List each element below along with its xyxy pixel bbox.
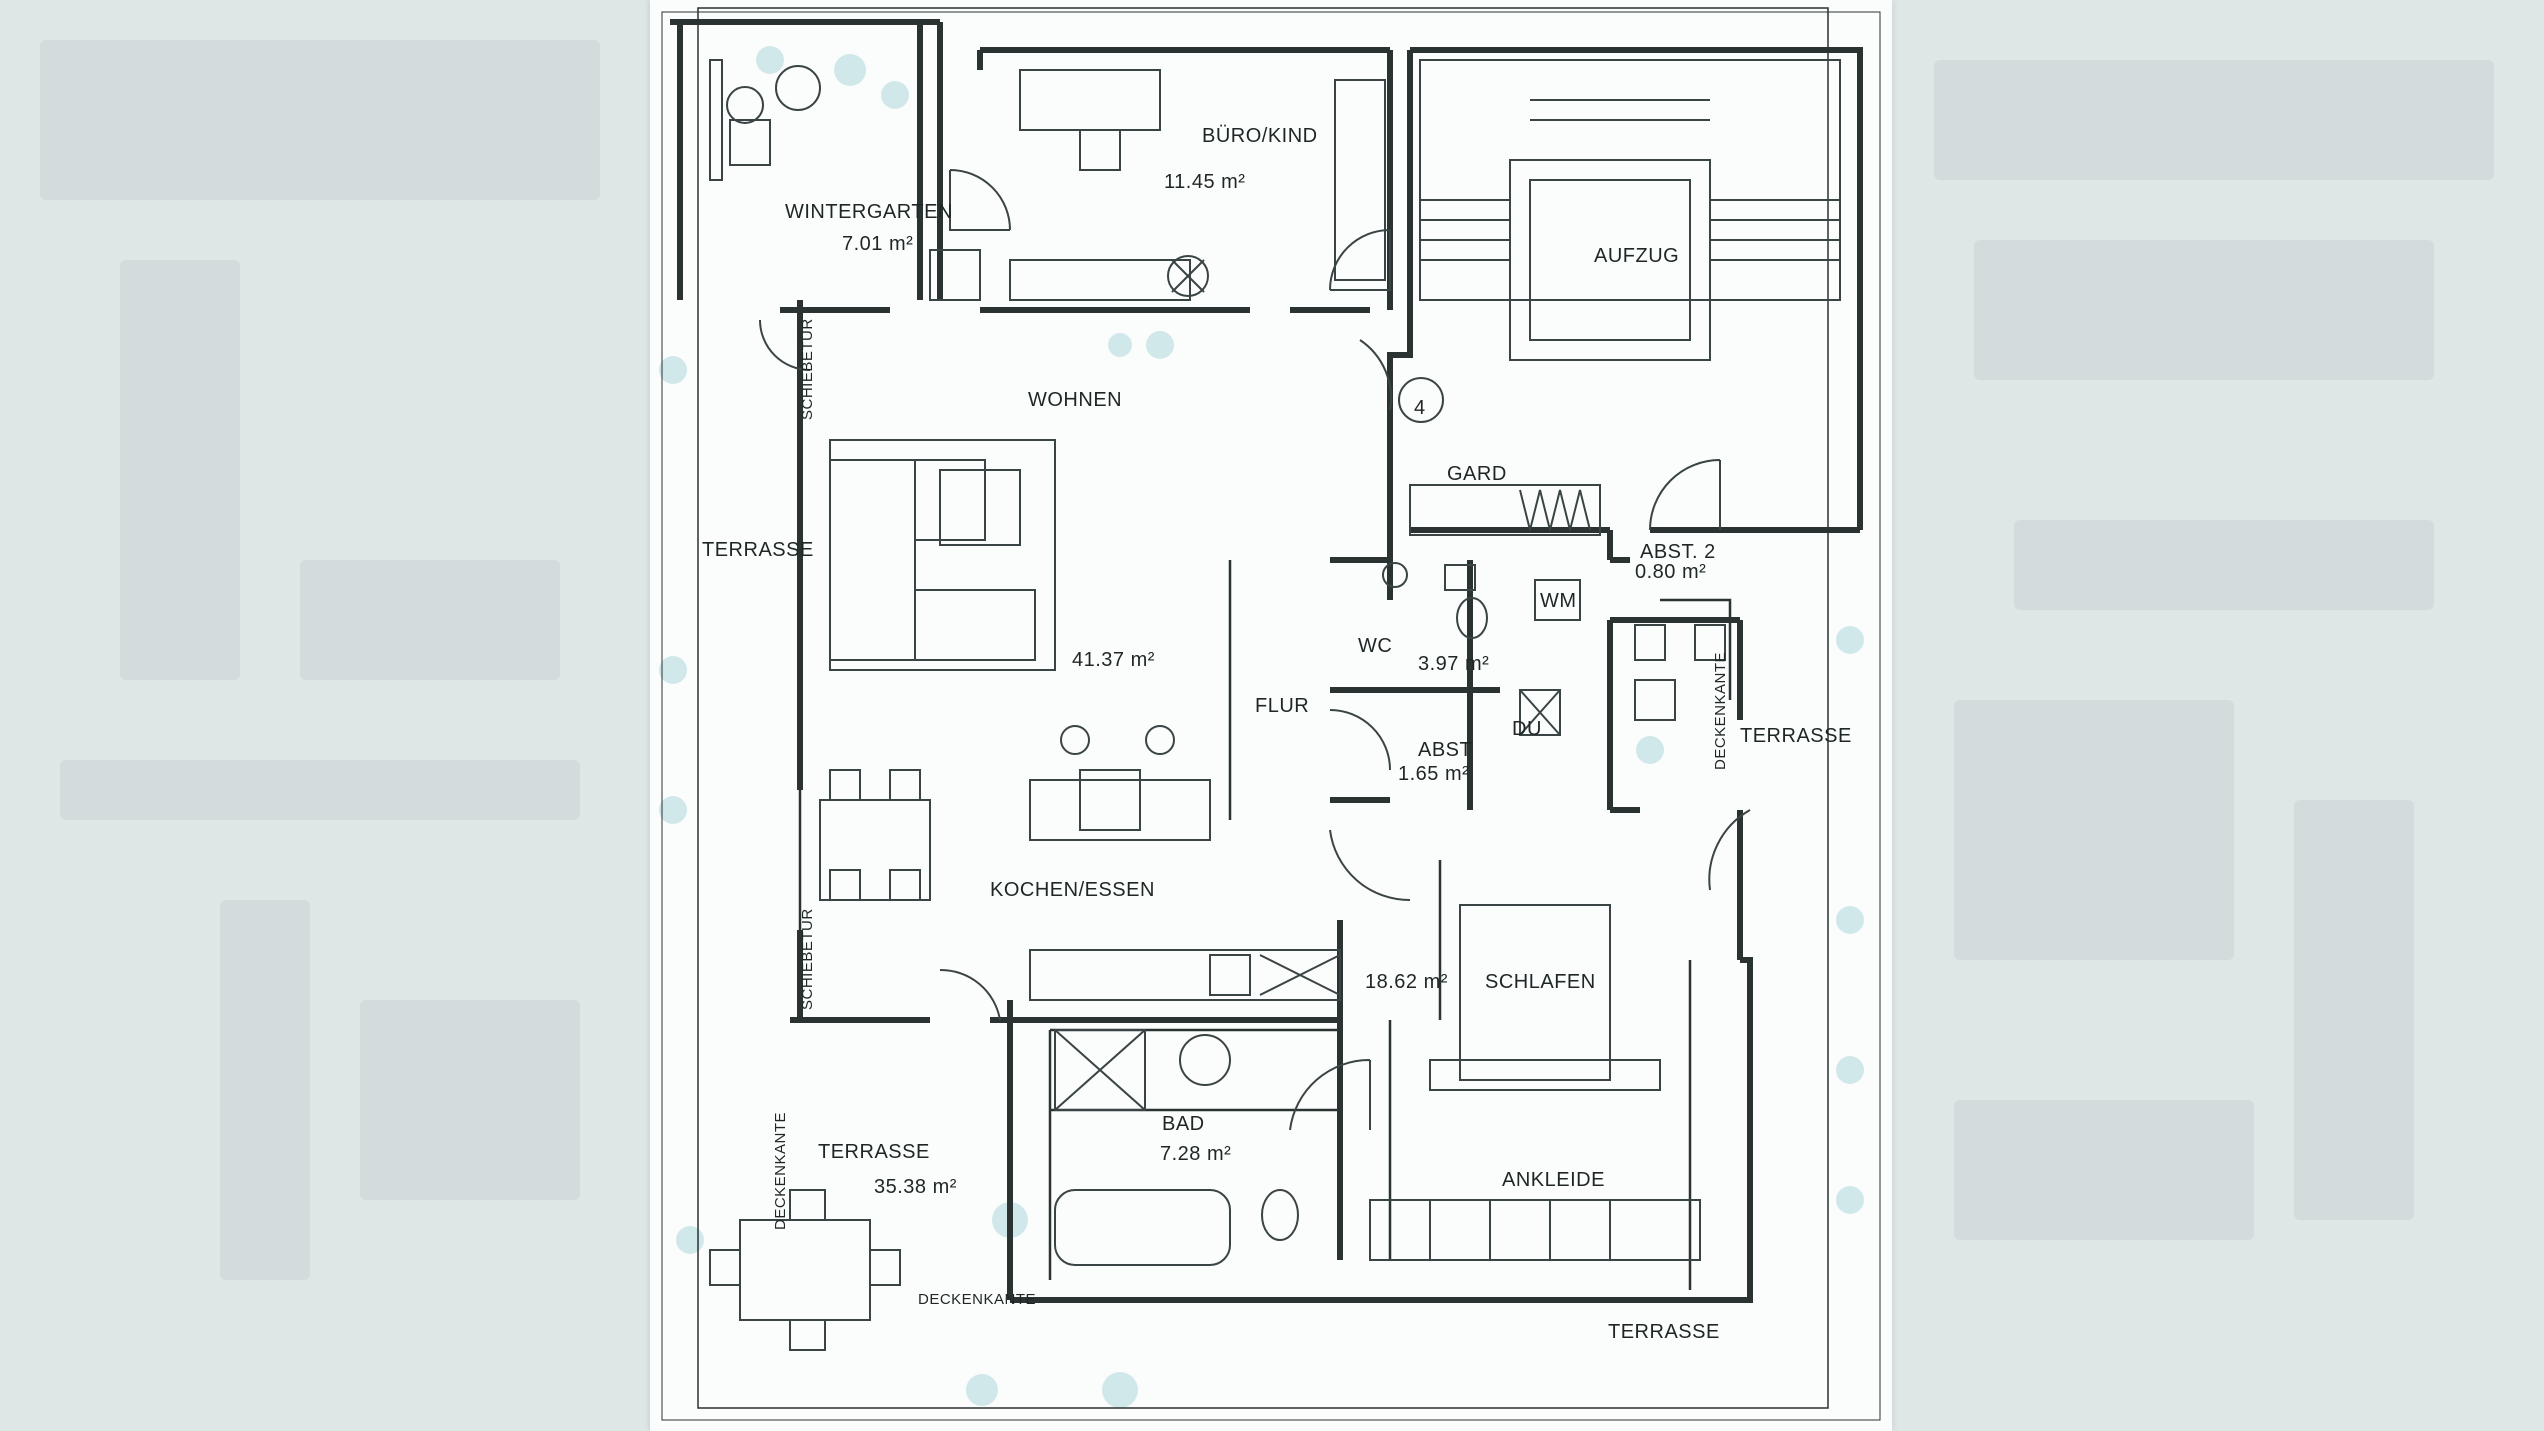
area-bad: 7.28 m² — [1160, 1143, 1231, 1165]
unit-number: 4 — [1414, 397, 1426, 419]
terrace-boundary — [697, 7, 1829, 1409]
label-aufzug: AUFZUG — [1594, 245, 1679, 267]
area-wintergarten: 7.01 m² — [842, 233, 913, 255]
area-wc: 3.97 m² — [1418, 653, 1489, 675]
label-wohnen: WOHNEN — [1028, 389, 1122, 411]
label-wm: WM — [1540, 590, 1577, 612]
floor-plan: BÜRO/KIND 11.45 m² WINTERGARTEN 7.01 m² … — [650, 0, 1892, 1431]
label-wc: WC — [1358, 635, 1392, 657]
walls — [670, 19, 1863, 1303]
label-gard: GARD — [1447, 463, 1507, 485]
label-du: DU — [1512, 718, 1542, 740]
label-terrasse-west: TERRASSE — [702, 539, 814, 561]
carpet — [829, 439, 1056, 671]
terrace-table — [739, 1219, 871, 1321]
dining-table — [819, 799, 931, 901]
kitchen-counter — [1029, 949, 1341, 1001]
stairwell — [1398, 59, 1841, 423]
label-schlafen: SCHLAFEN — [1485, 971, 1596, 993]
label-buero: BÜRO/KIND — [1202, 125, 1318, 147]
floor-plan-drawing: BÜRO/KIND 11.45 m² WINTERGARTEN 7.01 m² … — [659, 7, 1881, 1421]
interior-lines — [661, 11, 1881, 1421]
tree-icons — [659, 46, 1864, 1408]
annotations: SCHIEBETÜR SCHIEBETÜR DECKENKANTE DECKEN… — [772, 318, 1729, 1308]
label-schiebetuer-1: SCHIEBETÜR — [798, 318, 816, 420]
label-deckenkante-1: DECKENKANTE — [1712, 652, 1729, 770]
label-terrasse-sw: TERRASSE — [818, 1141, 930, 1163]
doors — [759, 169, 1751, 1131]
label-terrasse-south: TERRASSE — [1608, 1321, 1720, 1343]
area-schlafen: 18.62 m² — [1365, 971, 1448, 993]
shower — [1054, 1029, 1146, 1111]
label-terrasse-east: TERRASSE — [1740, 725, 1852, 747]
label-bad: BAD — [1162, 1113, 1205, 1135]
unit-marker-icon — [1398, 377, 1444, 423]
kitchen-island — [1029, 779, 1211, 841]
label-schiebetuer-2: SCHIEBETÜR — [798, 908, 816, 1010]
area-abst2: 0.80 m² — [1635, 561, 1706, 583]
wardrobe — [1409, 484, 1601, 536]
background-left — [0, 0, 650, 1431]
label-ankleide: ANKLEIDE — [1502, 1169, 1605, 1191]
room-labels: BÜRO/KIND 11.45 m² WINTERGARTEN 7.01 m² … — [702, 125, 1852, 1343]
label-flur: FLUR — [1255, 695, 1309, 717]
label-abst: ABST — [1418, 739, 1472, 761]
label-wintergarten: WINTERGARTEN — [785, 201, 953, 223]
label-deckenkante-3: DECKENKANTE — [918, 1291, 1036, 1308]
desk — [1019, 69, 1161, 131]
label-kochen: KOCHEN/ESSEN — [990, 879, 1155, 901]
label-abst2: ABST. 2 — [1640, 541, 1716, 563]
closet — [1369, 1199, 1701, 1261]
furniture — [709, 59, 1726, 1351]
area-wohnen: 41.37 m² — [1072, 649, 1155, 671]
area-terrasse-sw: 35.38 m² — [874, 1176, 957, 1198]
bathtub — [1054, 1189, 1231, 1266]
label-deckenkante-2: DECKENKANTE — [772, 1112, 789, 1230]
area-buero: 11.45 m² — [1164, 171, 1245, 193]
sofa — [829, 459, 916, 661]
background-right — [1894, 0, 2544, 1431]
area-abst: 1.65 m² — [1398, 763, 1469, 785]
bed — [1459, 904, 1611, 1081]
